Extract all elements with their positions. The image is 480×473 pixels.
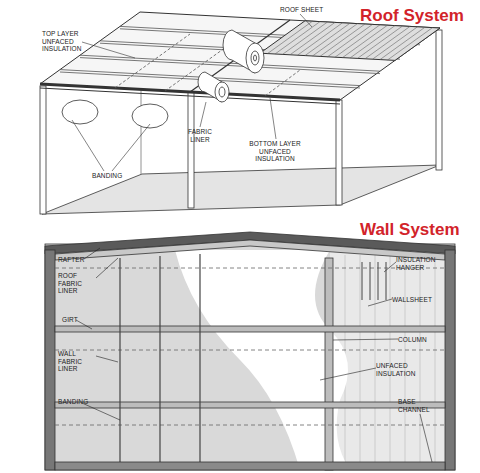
part-label: BASE CHANNEL	[398, 398, 438, 413]
girt	[55, 402, 445, 408]
floor-slab	[42, 165, 440, 214]
part-label: FABRIC LINER	[180, 128, 220, 143]
banding	[120, 254, 200, 462]
insulation-roll	[198, 72, 229, 102]
liner-sag	[62, 100, 98, 124]
part-label: TOP LAYER UNFACED INSULATION	[42, 30, 90, 53]
roof-plane	[40, 12, 440, 100]
column	[45, 250, 55, 470]
post	[436, 30, 442, 170]
part-label: BOTTOM LAYER UNFACED INSULATION	[248, 140, 302, 163]
part-label: ROOF FABRIC LINER	[58, 272, 98, 295]
part-label: BANDING	[58, 398, 98, 406]
insulation-hanger	[362, 262, 386, 300]
base-channel	[55, 462, 445, 470]
column	[445, 250, 455, 470]
post	[40, 86, 46, 214]
part-label: COLUMN	[398, 336, 448, 344]
part-label: WALL FABRIC LINER	[58, 350, 98, 373]
wall-illustration	[45, 232, 455, 470]
roof-illustration	[40, 12, 442, 214]
part-label: RAFTER	[58, 256, 98, 264]
insulation-roll	[223, 30, 264, 73]
eave-beam	[40, 88, 340, 104]
unfaced-insulation	[175, 250, 350, 470]
column	[325, 258, 333, 470]
part-label: BANDING	[92, 172, 132, 180]
part-label: UNFACED INSULATION	[376, 362, 436, 377]
part-label: WALLSHEET	[392, 296, 452, 304]
post	[336, 100, 342, 205]
leader-lines	[76, 248, 432, 462]
section-heading: Wall System	[360, 220, 478, 240]
roof-sheet	[260, 21, 440, 61]
part-label: ROOF SHEET	[280, 6, 330, 14]
section-heading: Roof System	[360, 6, 478, 26]
part-label: INSULATION HANGER	[396, 256, 456, 271]
roof-sheet-ribs	[268, 21, 433, 60]
part-label: GIRT	[62, 316, 92, 324]
post	[188, 92, 194, 208]
leader-lines	[72, 14, 312, 171]
girt	[55, 326, 445, 332]
roof-fabric-liner	[55, 240, 445, 260]
